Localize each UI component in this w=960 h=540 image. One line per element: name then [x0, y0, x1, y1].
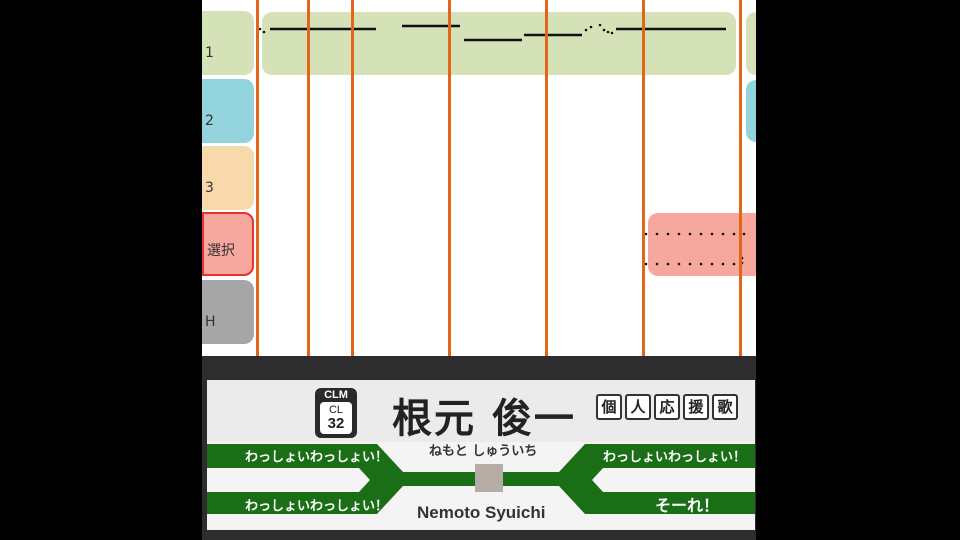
beat-line: [739, 0, 742, 356]
line-code: CL: [328, 404, 344, 416]
right-bottom-text: そーれ！: [655, 496, 720, 515]
line-number-badge: CLM CL 32: [315, 388, 357, 438]
lane-2-button[interactable]: 2: [202, 79, 254, 143]
beat-line: [351, 0, 354, 356]
lane-1-strip-edge: [746, 12, 756, 75]
right-top-text: わっしょいわっしょい！: [603, 450, 747, 465]
tag-box: 応: [654, 394, 680, 420]
lane-1-button[interactable]: 1: [202, 11, 254, 75]
line-number: 32: [327, 415, 345, 432]
tag-boxes: 個 人 応 援 歌: [596, 394, 738, 420]
game-stage: 1 2 3 選択 H: [202, 0, 756, 540]
beat-line: [642, 0, 645, 356]
station-kana: ねもと しゅういち: [429, 444, 538, 459]
lane-1-notes: [270, 24, 726, 42]
beat-line: [448, 0, 451, 356]
station-sign: CLM CL 32 根元 俊一 個 人 応 援 歌 ねもと しゅういち わっしょ…: [207, 380, 755, 530]
note-pattern-chart: [258, 23, 746, 266]
lane-1-label: 1: [205, 45, 214, 61]
select-lane-dots: [644, 232, 746, 266]
lane-2-strip-edge: [746, 80, 756, 142]
line-badge-top: CLM: [324, 389, 348, 401]
lane-h-button[interactable]: H: [202, 280, 254, 344]
left-top-text: わっしょいわっしょい！: [245, 450, 389, 465]
lane-1-strip: [262, 12, 736, 75]
lane-h-label: H: [205, 314, 216, 330]
lane-3-label: 3: [205, 180, 214, 196]
lane-3-button[interactable]: 3: [202, 146, 254, 210]
tag-box: 個: [596, 394, 622, 420]
beat-line: [545, 0, 548, 356]
station-name: 根元 俊一: [392, 396, 576, 442]
left-bottom-text: わっしょいわっしょい！: [245, 499, 389, 514]
select-lane-strip: [648, 213, 756, 276]
beat-line: [256, 0, 259, 356]
station-romaji: Nemoto Syuichi: [417, 503, 546, 522]
select-lane-button[interactable]: 選択: [202, 212, 254, 276]
tag-box: 歌: [712, 394, 738, 420]
station-sign-frame: CLM CL 32 根元 俊一 個 人 応 援 歌 ねもと しゅういち わっしょ…: [202, 356, 756, 540]
select-lane-label: 選択: [207, 243, 235, 259]
tag-box: 人: [625, 394, 651, 420]
current-station-marker: [475, 464, 503, 492]
beat-line: [307, 0, 310, 356]
lane-1-dots: [258, 23, 614, 35]
tag-box: 援: [683, 394, 709, 420]
lane-2-label: 2: [205, 113, 214, 129]
line-badge-box: CL 32: [320, 402, 352, 434]
